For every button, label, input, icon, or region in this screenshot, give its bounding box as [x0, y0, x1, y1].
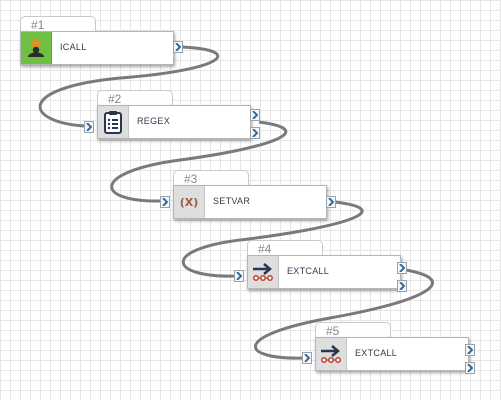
wire-3-to-4[interactable] — [181, 200, 364, 278]
node-id-tab: #2 — [97, 90, 173, 108]
external-call-icon — [321, 345, 341, 363]
icon-container: (X) — [174, 186, 205, 218]
output-port-1[interactable] — [465, 344, 475, 356]
input-port[interactable] — [302, 352, 312, 364]
node-id-tab: #1 — [20, 16, 96, 34]
chevron-right-icon — [252, 111, 258, 119]
output-port[interactable] — [326, 196, 336, 208]
node-body[interactable]: (X) SETVAR — [173, 185, 327, 219]
chevron-right-icon — [467, 346, 473, 354]
chevron-right-icon — [252, 129, 258, 137]
node-label: ICALL — [60, 42, 87, 52]
output-port[interactable] — [173, 41, 183, 53]
node-body[interactable]: REGEX — [97, 105, 251, 139]
node-label: EXTCALL — [287, 266, 330, 276]
input-port[interactable] — [84, 121, 94, 133]
output-port-2[interactable] — [397, 280, 407, 292]
clipboard-list-icon — [104, 111, 122, 134]
variable-icon: (X) — [179, 195, 199, 209]
chevron-right-icon — [162, 198, 168, 206]
wire-1-to-2[interactable] — [38, 45, 220, 128]
chevron-right-icon — [467, 364, 473, 372]
input-port[interactable] — [234, 270, 244, 282]
external-call-icon — [253, 263, 273, 281]
chevron-right-icon — [86, 123, 92, 131]
node-id-tab: #3 — [173, 170, 249, 188]
chevron-right-icon — [175, 43, 181, 51]
node-id-tab: #4 — [247, 240, 323, 258]
icon-container — [98, 106, 129, 138]
download-person-icon — [28, 37, 44, 57]
wire-4-to-5[interactable] — [254, 268, 434, 360]
chevron-right-icon — [328, 198, 334, 206]
chevron-right-icon — [304, 354, 310, 362]
icon-container — [316, 338, 347, 370]
output-port-2[interactable] — [465, 362, 475, 374]
node-label: REGEX — [137, 116, 171, 126]
node-body[interactable]: EXTCALL — [315, 337, 469, 371]
node-body[interactable]: ICALL — [20, 31, 174, 65]
input-port[interactable] — [160, 196, 170, 208]
node-body[interactable]: EXTCALL — [247, 255, 401, 289]
output-port-1[interactable] — [397, 262, 407, 274]
icon-container — [248, 256, 279, 288]
output-port-2[interactable] — [250, 127, 260, 139]
output-port-1[interactable] — [250, 109, 260, 121]
wire-2-to-3[interactable] — [110, 120, 288, 203]
node-label: EXTCALL — [355, 348, 398, 358]
node-label: SETVAR — [213, 196, 251, 206]
icon-container — [21, 32, 52, 64]
chevron-right-icon — [399, 264, 405, 272]
chevron-right-icon — [236, 272, 242, 280]
node-id-tab: #5 — [315, 322, 391, 340]
chevron-right-icon — [399, 282, 405, 290]
